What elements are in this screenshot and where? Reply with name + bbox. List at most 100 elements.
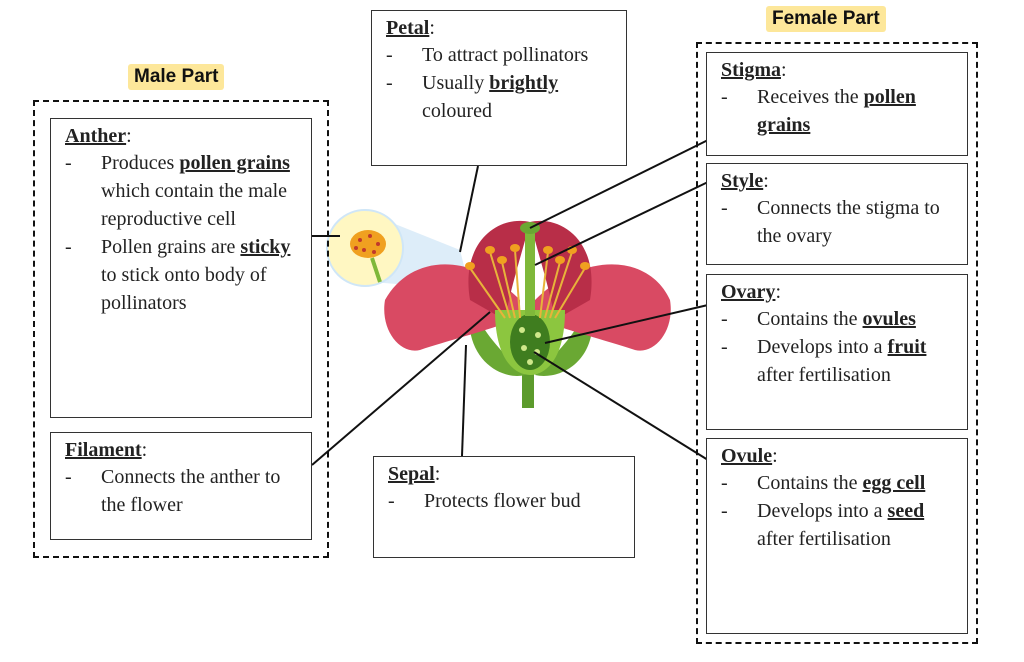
bullet-dash: - — [386, 44, 393, 66]
item-text: To attract pollinators — [422, 44, 589, 66]
bullet-dash: - — [388, 490, 395, 512]
petal-item: - Usually brightly coloured — [386, 69, 616, 125]
item-text: Protects flower bud — [424, 490, 581, 512]
item-text: coloured — [422, 100, 492, 122]
style-box: Style: - Connects the stigma to the ovary — [706, 163, 968, 265]
keyword: brightly — [489, 72, 559, 94]
filament-list: - Connects the anther to the flower — [65, 463, 301, 519]
item-text: Receives the — [757, 86, 864, 108]
item-text: Usually — [422, 72, 490, 94]
filament-colon: : — [141, 439, 148, 461]
keyword: sticky — [240, 236, 291, 258]
anther-item: -Produces pollen grains which contain th… — [65, 149, 301, 233]
bullet-dash: - — [721, 86, 728, 108]
line-style — [534, 181, 709, 266]
style-shape — [525, 228, 535, 316]
petal-list: - To attract pollinators - Usually brightly… — [386, 41, 616, 125]
bullet-dash: - — [65, 236, 72, 258]
filament-title: Filament: — [65, 439, 301, 462]
line-ovary — [544, 304, 709, 344]
item-text: Develops into a — [757, 500, 888, 522]
filaments — [469, 249, 586, 319]
style-title: Style: — [721, 170, 957, 193]
item-text: which contain the male reproductive cell — [101, 180, 288, 230]
sepal-box: Sepal: - Protects flower bud — [373, 456, 635, 558]
ovary-list: -Contains the ovules-Develops into a fru… — [721, 305, 957, 389]
style-item: - Connects the stigma to the ovary — [721, 194, 957, 250]
ovule-title: Ovule: — [721, 445, 957, 468]
item-text: Pollen grains are — [101, 236, 241, 258]
ovule-colon: : — [772, 445, 778, 467]
bullet-dash: - — [721, 336, 728, 358]
sepal-heading: Sepal — [388, 463, 435, 485]
ovule-dot — [521, 345, 527, 351]
anther-item: -Pollen grains are sticky to stick onto … — [65, 233, 301, 317]
sepal-item: - Protects flower bud — [388, 487, 624, 515]
magnified-filament — [370, 257, 382, 283]
female-part-group — [696, 42, 978, 644]
petal-heading: Petal — [386, 17, 430, 39]
line-stigma — [529, 139, 709, 229]
petal-title: Petal: — [386, 17, 616, 40]
bullet-dash: - — [721, 472, 728, 494]
style-list: - Connects the stigma to the ovary — [721, 194, 957, 250]
keyword: pollen grains — [757, 86, 916, 136]
item-text: Connects the stigma to the ovary — [757, 197, 940, 247]
magnified-anther — [350, 230, 386, 258]
sepal-colon: : — [434, 463, 441, 485]
style-heading: Style — [721, 170, 764, 192]
item-text: Connects the anther to the flower — [101, 466, 281, 516]
stigma-list: - Receives the pollen grains — [721, 83, 957, 139]
ovary-title: Ovary: — [721, 281, 957, 304]
filament-heading: Filament — [65, 439, 142, 461]
female-part-title: Female Part — [766, 6, 886, 32]
filament-item: - Connects the anther to the flower — [65, 463, 301, 519]
ovary-item: -Contains the ovules — [721, 305, 957, 333]
keyword: seed — [887, 500, 925, 522]
item-text: after fertilisation — [757, 364, 891, 386]
pollen-dots — [354, 234, 380, 254]
bullet-dash: - — [65, 466, 72, 488]
stigma-colon: : — [781, 59, 787, 81]
stigma-item: - Receives the pollen grains — [721, 83, 957, 139]
ovule-heading: Ovule — [721, 445, 773, 467]
keyword: fruit — [887, 336, 927, 358]
ovule-list: - Contains the egg cell - Develops into a s… — [721, 469, 957, 553]
item-text: after fertilisation — [757, 528, 891, 550]
ovary-heading: Ovary — [721, 281, 776, 303]
line-filament — [311, 311, 491, 466]
item-text: Contains the — [757, 472, 863, 494]
connector-lines — [311, 139, 709, 466]
ovule-dot — [535, 332, 541, 338]
petal-colon: : — [429, 17, 435, 39]
petal-item: - To attract pollinators — [386, 41, 616, 69]
anther-colon: : — [126, 125, 132, 147]
keyword: egg cell — [862, 472, 926, 494]
keyword: ovules — [862, 308, 916, 330]
male-part-group — [33, 100, 329, 558]
ovary-colon: : — [775, 281, 781, 303]
anther-heading: Anther — [65, 125, 127, 147]
ovule-dot — [519, 327, 525, 333]
item-text: Produces — [101, 152, 180, 174]
sepal-title: Sepal: — [388, 463, 624, 486]
ovule-dot — [527, 359, 533, 365]
stigma-box: Stigma: - Receives the pollen grains — [706, 52, 968, 156]
stigma-heading: Stigma — [721, 59, 781, 81]
anthers — [465, 244, 590, 270]
sepal-list: - Protects flower bud — [388, 487, 624, 515]
bullet-dash: - — [721, 500, 728, 522]
bullet-dash: - — [721, 308, 728, 330]
ovule-item: - Contains the egg cell — [721, 469, 957, 497]
bullet-dash: - — [721, 197, 728, 219]
line-ovule — [533, 351, 709, 461]
ovule-item: - Develops into a seed after fertilisatio… — [721, 497, 957, 553]
line-petal — [459, 165, 479, 253]
bullet-dash: - — [386, 72, 393, 94]
ovary-box: Ovary:-Contains the ovules-Develops into… — [706, 274, 968, 430]
item-text: Develops into a — [757, 336, 888, 358]
ovule-box: Ovule: - Contains the egg cell - Develops in… — [706, 438, 968, 634]
filament-box: Filament: - Connects the anther to the flo… — [50, 432, 312, 540]
style-colon: : — [763, 170, 769, 192]
